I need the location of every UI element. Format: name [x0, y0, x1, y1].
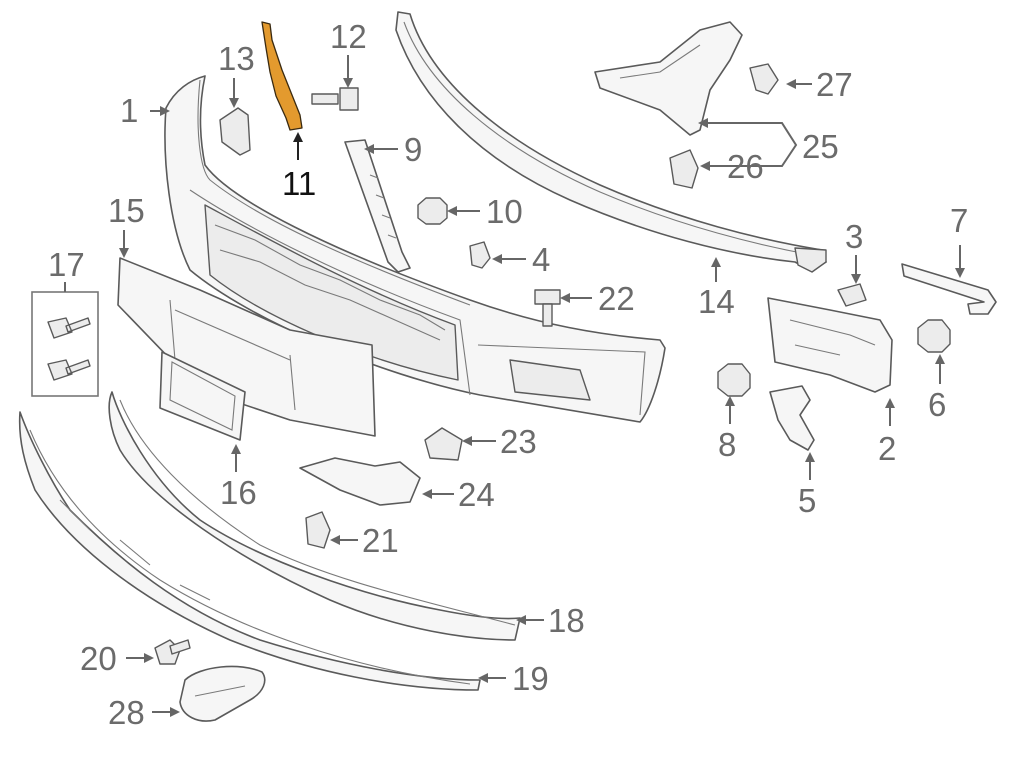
callout-label-18: 18 — [548, 602, 585, 639]
part-4-clip — [469, 241, 491, 269]
part-22-bolt — [534, 289, 561, 327]
callout-label-13: 13 — [218, 40, 255, 77]
callout-label-20: 20 — [80, 640, 117, 677]
callout-label-12: 12 — [330, 18, 367, 55]
callout-label-5: 5 — [798, 482, 816, 519]
part-6-nut — [917, 319, 951, 353]
part-5-bracket — [769, 385, 815, 451]
callout-label-14: 14 — [698, 283, 735, 320]
callout-label-3: 3 — [845, 218, 863, 255]
callout-label-6: 6 — [928, 386, 946, 423]
callout-label-27: 27 — [816, 66, 853, 103]
part-7-rod — [901, 263, 997, 315]
callout-label-21: 21 — [362, 522, 399, 559]
callout-label-10: 10 — [486, 193, 523, 230]
callout-label-4: 4 — [532, 241, 550, 278]
part-1-bumper — [164, 75, 666, 423]
part-11-highlighted-bracket — [261, 21, 303, 131]
part-27-pin — [749, 63, 779, 95]
callout-label-25: 25 — [802, 128, 839, 165]
callout-label-19: 19 — [512, 660, 549, 697]
callout-label-9: 9 — [404, 131, 422, 168]
part-10-nut — [417, 197, 448, 225]
callout-label-17: 17 — [48, 246, 85, 283]
callout-label-24: 24 — [458, 476, 495, 513]
callout-label-22: 22 — [598, 280, 635, 317]
callout-label-11: 11 — [282, 165, 316, 202]
callout-label-15: 15 — [108, 192, 145, 229]
part-23-clip — [424, 427, 463, 461]
part-20-bolt — [154, 639, 191, 665]
callout-label-26: 26 — [727, 148, 764, 185]
callout-label-16: 16 — [220, 474, 257, 511]
part-16-license-bracket — [159, 351, 246, 441]
part-25-bracket — [594, 21, 743, 136]
part-13-bracket — [219, 107, 251, 156]
part-18-air-deflector — [108, 391, 521, 641]
part-28-tow-hook — [179, 665, 266, 722]
callout-label-2: 2 — [878, 430, 896, 467]
callout-label-8: 8 — [718, 426, 736, 463]
part-24-shield — [299, 457, 421, 506]
callout-label-1: 1 — [120, 92, 138, 129]
part-15-lower-grille — [117, 257, 376, 437]
callouts: 1 2 3 4 5 6 7 8 9 10 11 12 — [48, 18, 968, 731]
part-17-bolt-set — [31, 291, 99, 397]
part-9-strip — [344, 139, 411, 273]
part-26-bracket — [669, 149, 699, 189]
callout-label-7: 7 — [950, 202, 968, 239]
part-8-nut — [717, 363, 751, 397]
part-14-upper-bar — [395, 11, 827, 273]
part-12-bolt — [311, 87, 359, 111]
part-21-clip — [305, 511, 331, 549]
callout-label-23: 23 — [500, 423, 537, 460]
part-19-skid-plate — [18, 411, 481, 691]
part-2-mounting-bracket — [767, 297, 893, 393]
part-3-bolt — [837, 283, 867, 307]
callout-label-28: 28 — [108, 694, 145, 731]
